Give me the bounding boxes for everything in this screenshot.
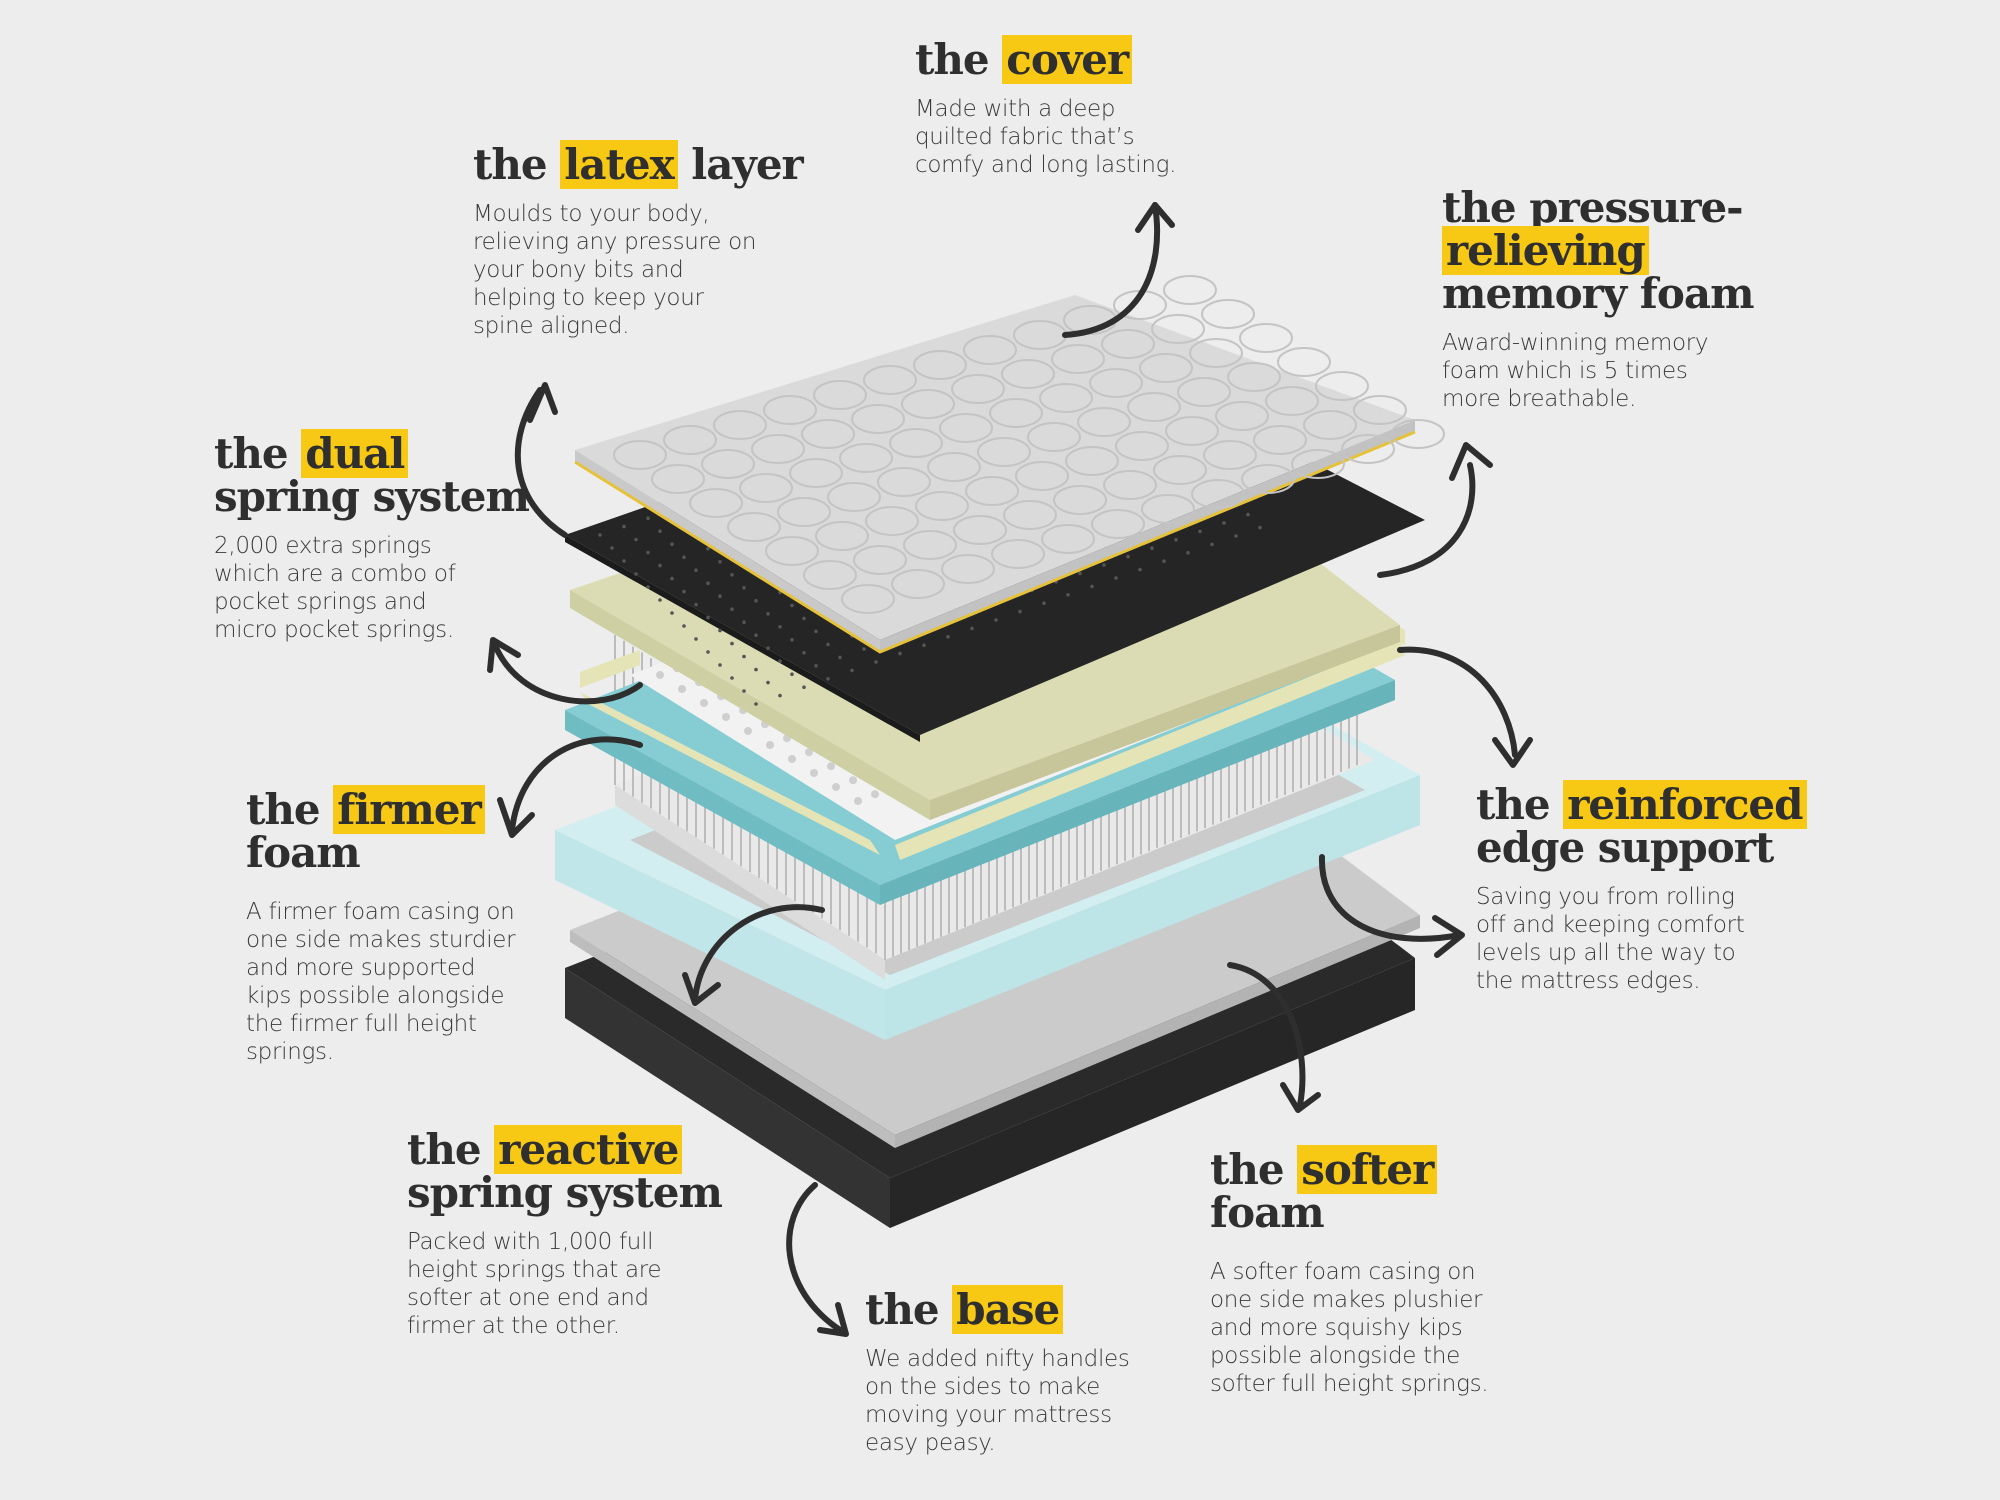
arrow-cover: [1062, 202, 1175, 338]
label-latex-body: Moulds to your body, relieving any press…: [473, 201, 757, 339]
arrow-firmer: [497, 736, 643, 838]
label-cover-body: Made with a deep quilted fabric that’s c…: [915, 96, 1177, 178]
label-cover: the cover Made with a deep quilted fabri…: [915, 35, 1177, 179]
label-cover-title: the cover: [915, 35, 1176, 84]
highlight-pressure: relieving: [1442, 226, 1649, 275]
arrow-pressure: [1377, 442, 1493, 578]
arrow-reinforced-top: [1397, 646, 1533, 768]
label-firmer-body: A firmer foam casing on one side makes s…: [246, 899, 516, 1065]
label-base-body: We added nifty handles on the sides to m…: [865, 1346, 1130, 1456]
label-reactive-body: Packed with 1,000 full height springs th…: [407, 1229, 662, 1339]
highlight-dual: dual: [301, 429, 409, 478]
layer-cover: [574, 275, 1445, 654]
arrow-reactive: [682, 904, 825, 1006]
highlight-base: base: [952, 1285, 1064, 1334]
highlight-cover: cover: [1002, 35, 1133, 84]
label-latex: the latex layer Moulds to your body, rel…: [473, 140, 804, 340]
highlight-firmer: firmer: [333, 785, 485, 834]
arrow-base: [786, 1182, 849, 1337]
highlight-reinforced: reinforced: [1563, 780, 1807, 829]
highlight-latex: latex: [560, 140, 678, 189]
label-pressure-body: Award-winning memory foam which is 5 tim…: [1442, 330, 1709, 412]
highlight-softer: softer: [1297, 1145, 1438, 1194]
arrow-latex: [514, 382, 568, 538]
label-latex-title: the latex layer: [473, 140, 804, 189]
arrow-dual: [487, 637, 643, 705]
label-base: the base We added nifty handles on the s…: [865, 1285, 1130, 1457]
label-reinforced-body: Saving you from rolling off and keeping …: [1476, 884, 1745, 994]
arrow-reinforced-side: [1318, 854, 1465, 958]
highlight-reactive: reactive: [494, 1125, 683, 1174]
label-base-title: the base: [865, 1285, 1130, 1334]
label-softer-body: A softer foam casing on one side makes p…: [1210, 1259, 1489, 1397]
arrow-softer: [1227, 962, 1321, 1113]
label-dual-body: 2,000 extra springs which are a combo of…: [214, 533, 456, 643]
